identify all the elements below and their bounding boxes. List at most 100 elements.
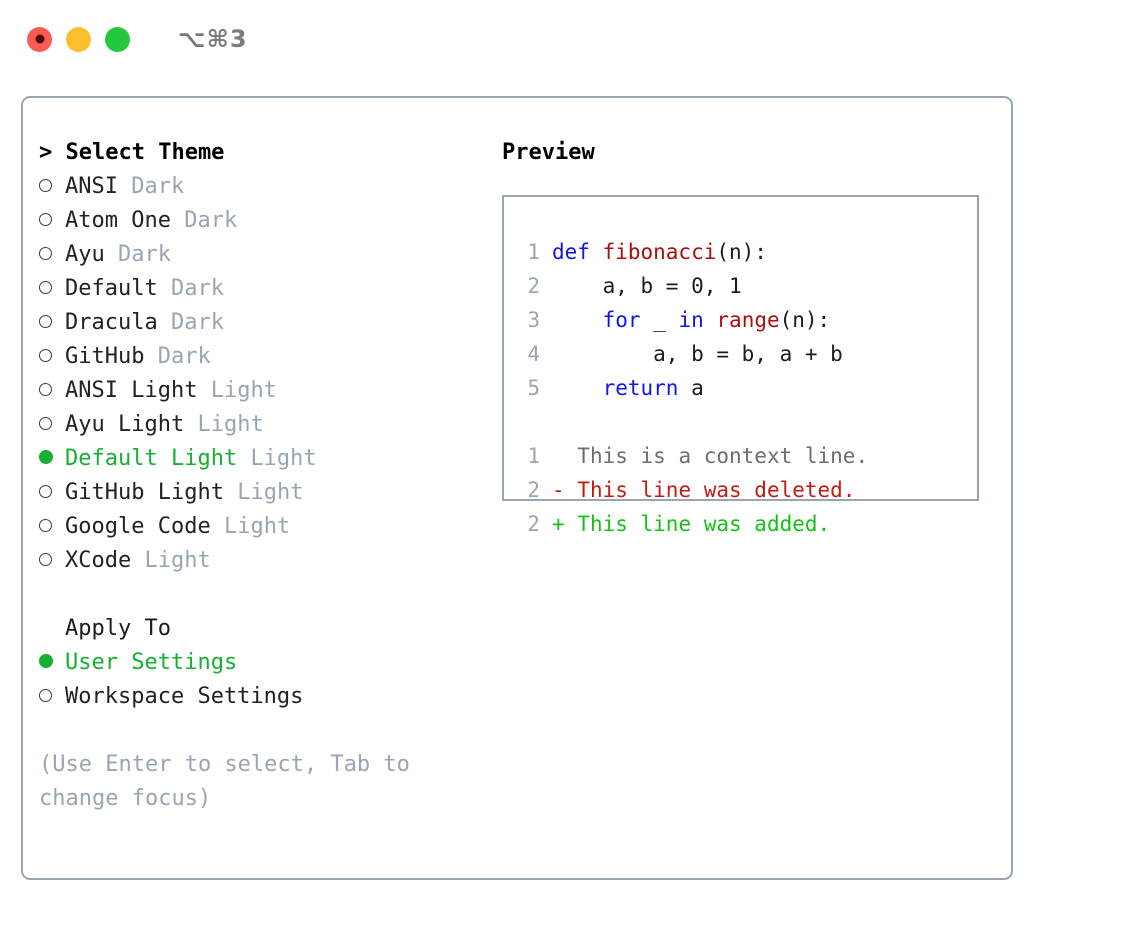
theme-name-label: ANSI <box>65 174 118 199</box>
theme-variant-label: Light <box>144 548 211 573</box>
hint-spacer <box>39 714 479 748</box>
radio-selected-icon[interactable] <box>39 646 65 680</box>
radio-glyph <box>39 281 52 294</box>
theme-name-label: Dracula <box>65 310 158 335</box>
theme-list-item[interactable]: XCode Light <box>39 544 479 578</box>
code-token-plain: (n): <box>716 240 767 264</box>
diff-line-number: 2 <box>527 512 540 536</box>
radio-empty-icon[interactable] <box>39 306 65 340</box>
theme-variant-label: Dark <box>118 242 171 267</box>
radio-glyph <box>39 450 53 464</box>
code-token-kw: in <box>678 308 704 332</box>
code-token-fn: range <box>716 308 780 332</box>
apply-to-label: Workspace Settings <box>65 684 304 709</box>
code-token-kw: def <box>552 240 603 264</box>
radio-glyph <box>39 383 52 396</box>
code-token-kw: for <box>602 308 641 332</box>
code-token-kw: return <box>602 376 679 400</box>
close-button[interactable] <box>27 26 52 52</box>
theme-variant-label: Dark <box>157 344 211 369</box>
radio-empty-icon[interactable] <box>39 340 65 374</box>
code-token-plain: a, b = b, a + b <box>552 342 843 366</box>
radio-glyph <box>39 247 52 260</box>
apply-to-header: Apply To <box>39 612 479 646</box>
theme-list-item[interactable]: Default Light Light <box>39 442 479 476</box>
theme-list-item[interactable]: Dracula Dark <box>39 306 479 340</box>
theme-variant-label: Dark <box>170 310 224 335</box>
radio-empty-icon[interactable] <box>39 374 65 408</box>
theme-list-item[interactable]: Ayu Dark <box>39 238 479 272</box>
theme-name-label: Atom One <box>65 208 171 233</box>
theme-list-item[interactable]: Google Code Light <box>39 510 479 544</box>
theme-list-item[interactable]: Ayu Light Light <box>39 408 479 442</box>
theme-variant-label: Light <box>250 446 317 471</box>
code-line-number: 5 <box>527 376 540 400</box>
apply-to-item[interactable]: Workspace Settings <box>39 680 479 714</box>
code-token-plain: (n): <box>779 308 831 332</box>
diff-text: This line was added. <box>577 512 831 536</box>
code-token-plain: _ <box>640 308 679 332</box>
radio-empty-icon[interactable] <box>39 476 65 510</box>
code-line: 1 def fibonacci(n): <box>518 235 977 269</box>
theme-name-label: Ayu <box>65 242 105 267</box>
radio-glyph <box>39 553 52 566</box>
radio-selected-icon[interactable] <box>39 442 65 476</box>
diff-sign: + <box>552 512 578 536</box>
theme-name-label: GitHub Light <box>65 480 224 505</box>
diff-line-number: 2 <box>527 478 540 502</box>
radio-empty-icon[interactable] <box>39 204 65 238</box>
radio-empty-icon[interactable] <box>39 170 65 204</box>
theme-list-item[interactable]: Atom One Dark <box>39 204 479 238</box>
code-line: 2 a, b = 0, 1 <box>518 269 977 303</box>
theme-list-item[interactable]: Default Dark <box>39 272 479 306</box>
code-line-number: 1 <box>527 240 540 264</box>
radio-glyph <box>39 417 52 430</box>
diff-line: 1 This is a context line. <box>518 439 977 473</box>
apply-to-item[interactable]: User Settings <box>39 646 479 680</box>
window-titlebar: ⌥⌘3 <box>0 0 1140 78</box>
window-title-shortcut: ⌥⌘3 <box>178 25 248 53</box>
code-line-number: 3 <box>527 308 540 332</box>
code-token-fn: fibonacci <box>602 240 717 264</box>
traffic-light-buttons <box>27 26 130 52</box>
theme-variant-label: Dark <box>184 208 238 233</box>
diff-line: 2 + This line was added. <box>518 507 977 541</box>
theme-name-label: XCode <box>65 548 132 573</box>
radio-empty-icon[interactable] <box>39 680 65 714</box>
radio-glyph <box>39 179 52 192</box>
theme-name-label: ANSI Light <box>65 378 198 403</box>
theme-name-label: Default <box>65 276 158 301</box>
apply-to-header-indent <box>39 612 65 646</box>
theme-name-label: Ayu Light <box>65 412 185 437</box>
diff-text: This is a context line. <box>577 444 869 468</box>
radio-empty-icon[interactable] <box>39 238 65 272</box>
code-token-plain <box>704 308 717 332</box>
code-line-number: 4 <box>527 342 540 366</box>
radio-glyph <box>39 349 52 362</box>
theme-list-item[interactable]: GitHub Light Light <box>39 476 479 510</box>
code-line: 5 return a <box>518 371 977 405</box>
diff-sign <box>552 444 577 468</box>
theme-variant-label: Dark <box>131 174 185 199</box>
code-token-plain: a, b = 0, 1 <box>552 274 742 298</box>
radio-empty-icon[interactable] <box>39 510 65 544</box>
minimize-button[interactable] <box>66 26 91 52</box>
diff-sign: - <box>552 478 578 502</box>
theme-list-item[interactable]: GitHub Dark <box>39 340 479 374</box>
code-line: 3 for _ in range(n): <box>518 303 977 337</box>
radio-glyph <box>39 519 52 532</box>
maximize-button[interactable] <box>105 26 130 52</box>
theme-variant-label: Light <box>210 378 277 403</box>
radio-glyph <box>39 485 52 498</box>
radio-empty-icon[interactable] <box>39 408 65 442</box>
radio-empty-icon[interactable] <box>39 544 65 578</box>
diff-line: 2- This line was deleted. <box>518 473 977 507</box>
theme-list-item[interactable]: ANSI Light Light <box>39 374 479 408</box>
radio-empty-icon[interactable] <box>39 272 65 306</box>
theme-list-item[interactable]: ANSI Dark <box>39 170 479 204</box>
select-theme-header: > Select Theme <box>39 140 225 165</box>
